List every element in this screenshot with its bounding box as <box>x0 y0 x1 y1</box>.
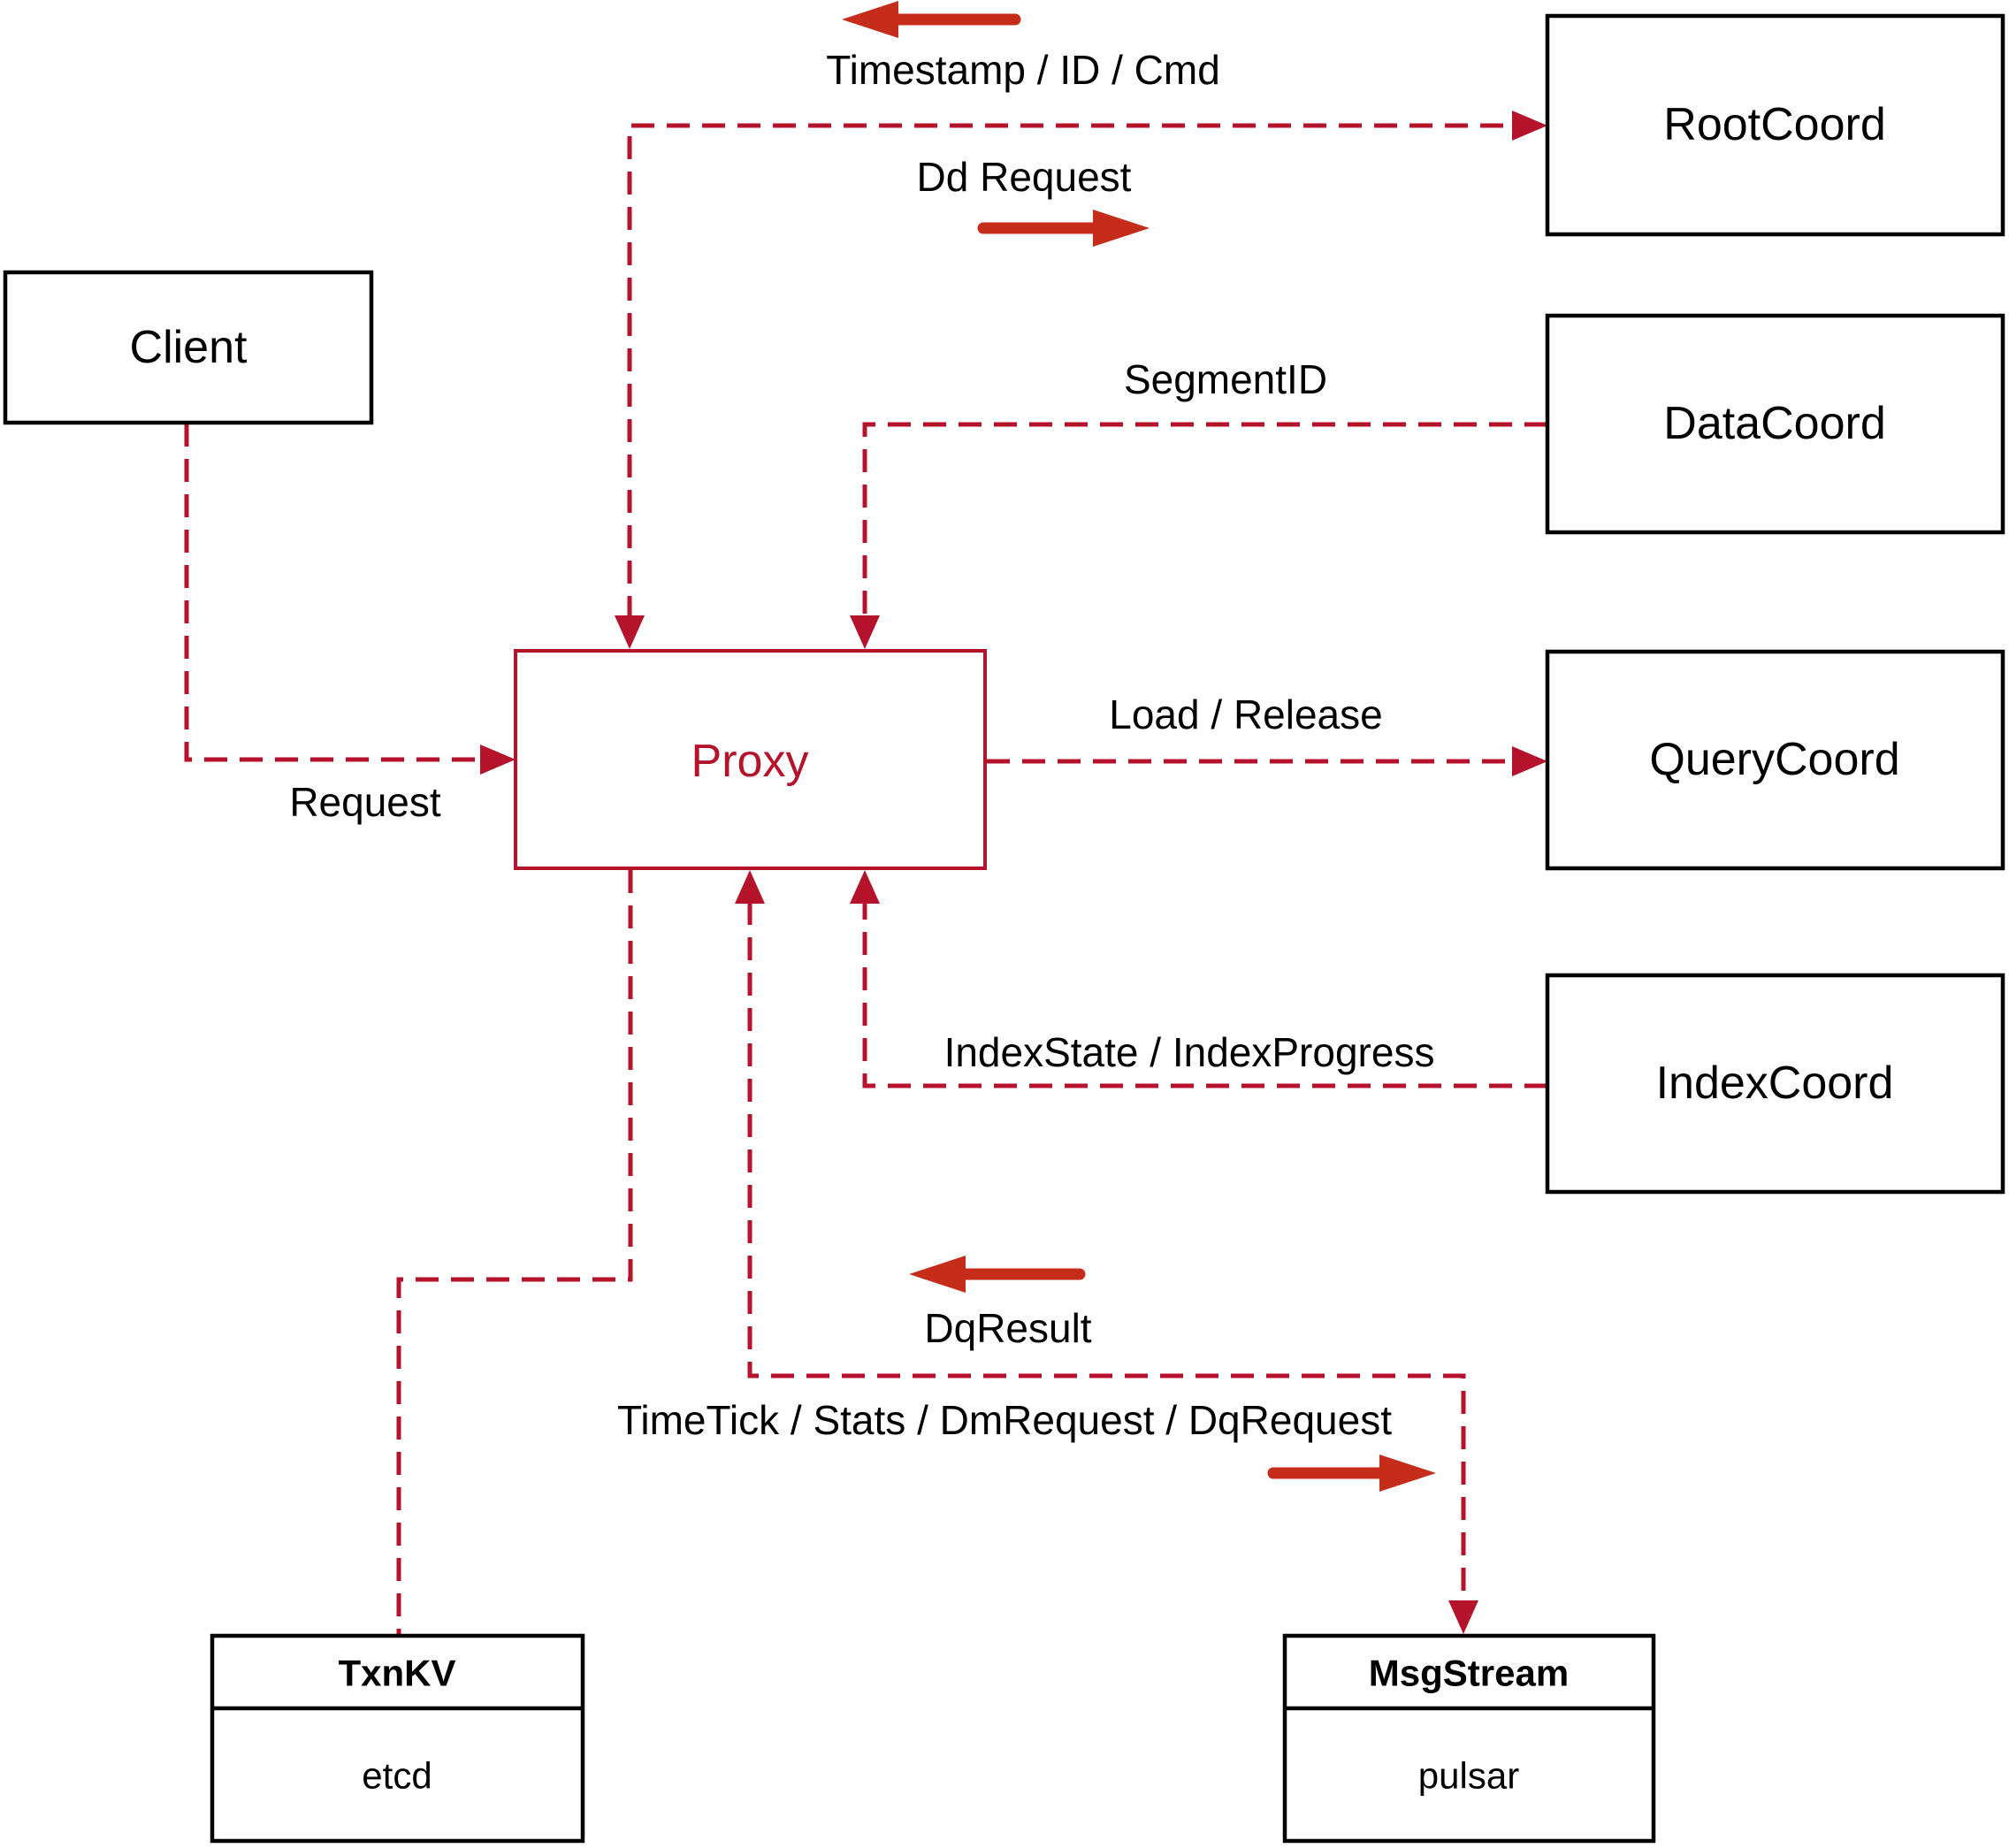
direction-arrow-to-proxy-dqresult-icon <box>909 1256 1086 1293</box>
edge-label-request: Request <box>289 779 441 825</box>
client-label: Client <box>130 322 248 373</box>
proxy-label: Proxy <box>691 736 809 787</box>
arrowhead-into-proxy-top-left <box>615 615 645 649</box>
direction-arrow-to-msgstream-icon <box>1267 1455 1436 1492</box>
txnkv-impl: etcd <box>362 1755 432 1797</box>
edge-label-dqresult: DqResult <box>924 1305 1091 1351</box>
node-client: Client <box>3 270 374 425</box>
edge-label-load-release: Load / Release <box>1109 691 1382 737</box>
arrowhead-into-proxy-bottom-right <box>850 870 880 904</box>
edge-proxy-txnkv <box>396 870 633 1634</box>
direction-arrow-to-proxy-timestamp-icon <box>842 1 1021 38</box>
msgstream-impl: pulsar <box>1418 1755 1519 1797</box>
edge-client-proxy <box>184 424 516 775</box>
edge-label-timetick: TimeTick / Stats / DmRequest / DqRequest <box>617 1397 1392 1443</box>
arrowhead-into-querycoord <box>1512 746 1547 776</box>
node-txnkv: TxnKV etcd <box>210 1633 585 1844</box>
datacoord-label: DataCoord <box>1663 398 1885 449</box>
arrowhead-into-rootcoord <box>1512 111 1547 141</box>
arrowhead-into-msgstream <box>1448 1600 1478 1634</box>
txnkv-title: TxnKV <box>338 1653 455 1694</box>
edge-proxy-rootcoord <box>615 111 1547 649</box>
node-rootcoord: RootCoord <box>1545 13 2005 237</box>
querycoord-label: QueryCoord <box>1649 734 1899 785</box>
node-msgstream: MsgStream pulsar <box>1282 1633 1656 1844</box>
edge-datacoord-proxy <box>850 422 1547 649</box>
arrowhead-into-proxy-top-right <box>850 615 880 649</box>
msgstream-title: MsgStream <box>1369 1653 1569 1694</box>
indexcoord-label: IndexCoord <box>1656 1058 1894 1109</box>
edge-indexcoord-proxy <box>850 870 1547 1088</box>
rootcoord-label: RootCoord <box>1663 99 1885 150</box>
edge-label-segmentid: SegmentID <box>1124 356 1327 402</box>
node-proxy: Proxy <box>514 649 987 870</box>
arrowhead-into-proxy-bottom-left <box>735 870 765 904</box>
node-querycoord: QueryCoord <box>1545 649 2005 871</box>
edge-label-timestamp: Timestamp / ID / Cmd <box>826 47 1220 93</box>
edge-proxy-querycoord <box>987 746 1547 776</box>
node-datacoord: DataCoord <box>1545 313 2005 535</box>
edge-label-indexstate: IndexState / IndexProgress <box>944 1029 1435 1075</box>
direction-arrow-to-rootcoord-icon <box>977 210 1150 247</box>
edge-label-dd-request: Dd Request <box>917 154 1132 200</box>
edge-proxy-msgstream <box>735 870 1478 1634</box>
node-indexcoord: IndexCoord <box>1545 973 2005 1195</box>
arrowhead-into-proxy-left <box>480 745 516 775</box>
